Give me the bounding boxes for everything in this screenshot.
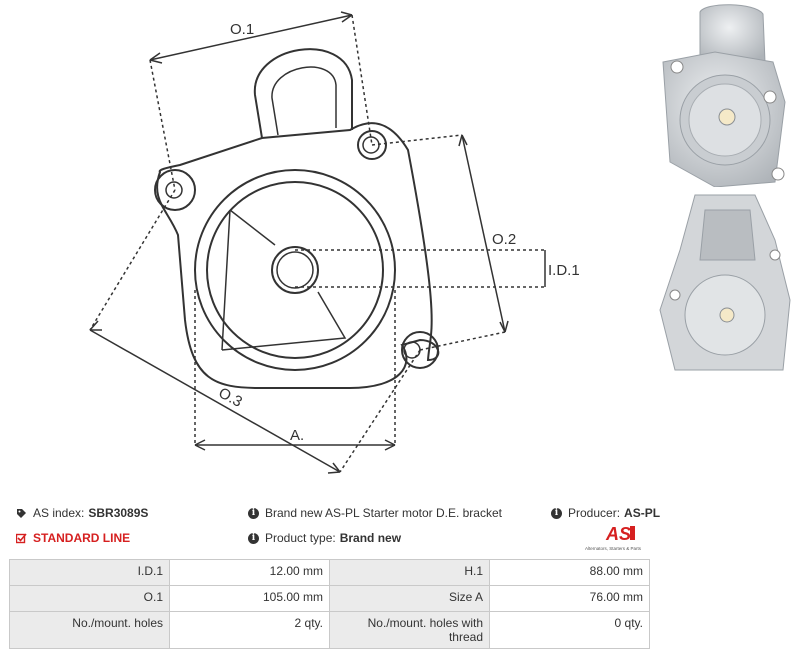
- checkbox-icon: [15, 532, 27, 544]
- product-photo-rear: [659, 194, 791, 371]
- spec-label: No./mount. holes with thread: [329, 611, 490, 649]
- bracket-loop: [253, 48, 353, 139]
- product-type-label: Product type:: [265, 531, 336, 545]
- window-cut: [221, 209, 347, 351]
- label-o1: O.1: [230, 21, 254, 38]
- label-o2: O.2: [492, 231, 516, 248]
- spec-value: 88.00 mm: [489, 559, 650, 586]
- tag-icon: [16, 508, 27, 519]
- label-id1: I.D.1: [548, 262, 580, 279]
- left-ear: [154, 169, 196, 211]
- shaft-inner: [276, 251, 314, 289]
- spec-value: 105.00 mm: [169, 585, 330, 612]
- logo-mark: AS: [605, 524, 631, 544]
- logo-tagline: Alternators, Starters & Parts: [585, 546, 642, 551]
- description-text: Brand new AS-PL Starter motor D.E. brack…: [265, 506, 502, 520]
- shaft-outer: [271, 246, 319, 294]
- technical-drawing: O.1 O.2 I.D.1 O.3 A.: [89, 11, 580, 474]
- as-index-row: AS index: SBR3089S: [16, 506, 148, 520]
- standard-line-row: STANDARD LINE: [15, 531, 131, 545]
- bottom-ear: [401, 331, 439, 369]
- spec-label: H.1: [329, 559, 490, 586]
- spec-label: Size A: [329, 585, 490, 612]
- product-photo-front: [662, 4, 786, 187]
- product-type-row: i Product type: Brand new: [248, 531, 401, 545]
- description-row: i Brand new AS-PL Starter motor D.E. bra…: [248, 506, 502, 520]
- producer-label: Producer:: [568, 506, 621, 520]
- product-type-value: Brand new: [339, 531, 402, 545]
- inner-ring: [206, 181, 384, 359]
- label-o3: O.3: [216, 384, 245, 410]
- spec-value: 12.00 mm: [169, 559, 330, 586]
- outer-ring: [194, 169, 396, 371]
- label-a: A.: [290, 427, 304, 444]
- as-pl-logo: AS Alternators, Starters & Parts: [584, 522, 654, 552]
- producer-row: i Producer: AS-PL: [551, 506, 660, 520]
- producer-value: AS-PL: [624, 506, 661, 520]
- as-index-value: SBR3089S: [88, 506, 149, 520]
- standard-line-label: STANDARD LINE: [33, 531, 131, 545]
- spec-value: 76.00 mm: [489, 585, 650, 612]
- spec-label: No./mount. holes: [9, 611, 170, 649]
- spec-label: O.1: [9, 585, 170, 612]
- top-ear: [357, 130, 387, 160]
- bracket-loop-inner: [271, 66, 337, 136]
- spec-value: 2 qty.: [169, 611, 330, 649]
- info-icon: i: [248, 507, 259, 519]
- table-row: I.D.1 12.00 mm H.1 88.00 mm: [9, 559, 650, 586]
- specification-table: I.D.1 12.00 mm H.1 88.00 mm O.1 105.00 m…: [9, 559, 650, 649]
- info-icon: i: [551, 507, 562, 519]
- table-row: O.1 105.00 mm Size A 76.00 mm: [9, 585, 650, 612]
- spec-label: I.D.1: [9, 559, 170, 586]
- as-index-label: AS index:: [33, 506, 85, 520]
- spec-value: 0 qty.: [489, 611, 650, 649]
- bracket-outline: [156, 122, 440, 389]
- table-row: No./mount. holes 2 qty. No./mount. holes…: [9, 611, 650, 649]
- info-icon: i: [248, 532, 259, 544]
